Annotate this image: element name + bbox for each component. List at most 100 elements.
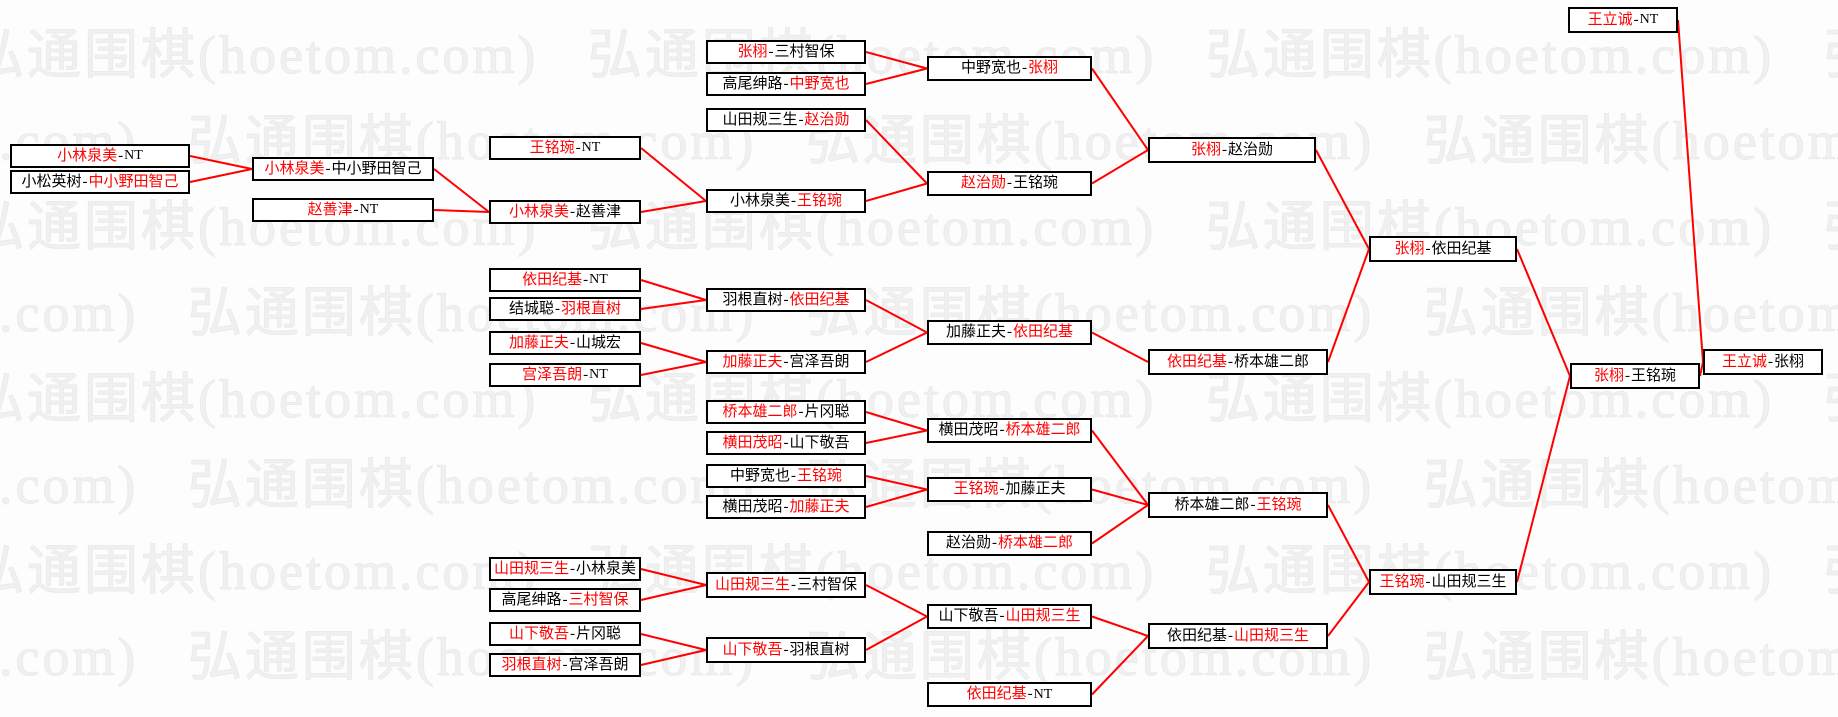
bracket-connector <box>189 168 253 183</box>
player-right: 王铭琬 <box>1256 496 1302 513</box>
match-box[interactable]: 横田茂昭-山下敬吾 <box>706 431 866 455</box>
bracket-connector <box>865 67 928 85</box>
match-box[interactable]: 加藤正夫-宫泽吾朗 <box>706 350 866 374</box>
player-left: 赵善津 <box>307 201 353 218</box>
bracket-connector <box>640 584 707 601</box>
match-box[interactable]: 依田纪基-桥本雄二郎 <box>1148 349 1328 375</box>
player-right: 小林泉美 <box>576 560 637 577</box>
match-box[interactable]: 桥本雄二郎-王铭琬 <box>1148 492 1328 518</box>
vs-separator: - <box>575 139 581 156</box>
player-left: 小林泉美 <box>729 192 790 209</box>
match-box[interactable]: 王立诚-NT <box>1568 7 1678 33</box>
player-right: 山田规三生 <box>1005 608 1081 624</box>
bracket-connector <box>1091 615 1149 637</box>
player-left: 高尾绅路 <box>501 591 562 608</box>
match-box[interactable]: 张栩-王铭琬 <box>1570 363 1700 389</box>
match-box[interactable]: 加藤正夫-依田纪基 <box>927 320 1092 345</box>
match-box[interactable]: 赵治勋-王铭琬 <box>927 171 1092 196</box>
player-right: 片冈聪 <box>804 403 850 420</box>
vs-separator: - <box>999 608 1005 624</box>
match-box[interactable]: 中野宽也-王铭琬 <box>706 464 866 488</box>
watermark-text: 弘通围棋(hoetom.com) 弘通围棋(hoetom.com) 弘通围棋(h… <box>0 25 1838 86</box>
player-right-nt: NT <box>581 140 601 155</box>
player-left: 山田规三生 <box>493 560 569 577</box>
player-right-nt: NT <box>589 272 608 287</box>
match-box[interactable]: 结城聪-羽根直树 <box>489 297 641 321</box>
match-box[interactable]: 依田纪基-NT <box>927 682 1092 707</box>
player-left: 张栩 <box>1190 141 1221 158</box>
match-box[interactable]: 王铭琬-加藤正夫 <box>927 477 1092 502</box>
match-box[interactable]: 小松英树-中小野田智己 <box>10 170 190 194</box>
bracket-connector <box>1315 149 1370 250</box>
bracket-connector <box>433 168 490 213</box>
match-box[interactable]: 王铭琬-山田规三生 <box>1369 569 1517 595</box>
bracket-connector <box>865 584 928 618</box>
vs-separator: - <box>353 201 359 218</box>
match-box[interactable]: 桥本雄二郎-片冈聪 <box>706 400 866 424</box>
match-box[interactable]: 山田规三生-赵治勋 <box>706 108 866 132</box>
player-right: 中小野田智己 <box>88 173 179 190</box>
vs-separator: - <box>570 625 575 642</box>
match-box[interactable]: 王铭琬-NT <box>489 136 641 160</box>
match-box[interactable]: 山田规三生-三村智保 <box>706 572 866 598</box>
match-box[interactable]: 羽根直树-宫泽吾朗 <box>489 653 641 677</box>
player-right: 三村智保 <box>568 591 629 608</box>
vs-separator: - <box>1633 11 1639 28</box>
match-box[interactable]: 小林泉美-赵善津 <box>489 200 641 224</box>
match-box[interactable]: 山下敬吾-羽根直树 <box>706 637 866 663</box>
vs-separator: - <box>82 173 88 190</box>
match-box[interactable]: 山下敬吾-片冈聪 <box>489 622 641 646</box>
bracket-connector <box>865 488 928 508</box>
match-box[interactable]: 羽根直树-依田纪基 <box>706 288 866 312</box>
player-left: 横田茂昭 <box>722 498 783 515</box>
match-box[interactable]: 小林泉美-王铭琬 <box>706 189 866 213</box>
match-box[interactable]: 加藤正夫-山城宏 <box>489 331 641 355</box>
bracket-connector <box>1327 504 1370 583</box>
bracket-connector <box>1091 488 1149 506</box>
vs-separator: - <box>1228 353 1233 370</box>
player-right: 加藤正夫 <box>789 498 850 515</box>
match-box[interactable]: 横田茂昭-加藤正夫 <box>706 495 866 519</box>
player-right-nt: NT <box>1639 12 1659 27</box>
match-box[interactable]: 张栩-赵治勋 <box>1148 137 1316 163</box>
match-box[interactable]: 横田茂昭-桥本雄二郎 <box>927 418 1092 443</box>
match-box[interactable]: 小林泉美-中小野田智己 <box>252 157 434 181</box>
match-box[interactable]: 依田纪基-山田规三生 <box>1148 623 1328 649</box>
match-box[interactable]: 赵治勋-桥本雄二郎 <box>927 531 1092 556</box>
match-box[interactable]: 山田规三生-小林泉美 <box>489 557 641 581</box>
vs-separator: - <box>570 334 575 351</box>
bracket-connector <box>640 342 707 363</box>
player-left: 赵治勋 <box>960 175 1006 191</box>
vs-separator: - <box>1007 175 1012 191</box>
vs-separator: - <box>555 300 560 317</box>
match-box[interactable]: 张栩-依田纪基 <box>1369 236 1517 262</box>
match-box[interactable]: 张栩-三村智保 <box>706 40 866 64</box>
bracket-connector <box>1091 429 1149 506</box>
player-left: 结城聪 <box>508 300 554 317</box>
vs-separator: - <box>1425 573 1431 590</box>
bracket-connector <box>1091 635 1149 696</box>
vs-separator: - <box>783 291 789 308</box>
player-right: 王铭琬 <box>1013 175 1059 191</box>
bracket-connector <box>1516 248 1571 377</box>
player-left: 小松英树 <box>21 173 82 190</box>
match-box[interactable]: 小林泉美-NT <box>10 144 190 168</box>
bracket-connector <box>1091 149 1149 185</box>
bracket-connector <box>640 633 707 651</box>
match-box[interactable]: 高尾绅路-中野宽也 <box>706 72 866 96</box>
match-box[interactable]: 王立诚-张栩 <box>1703 349 1823 375</box>
vs-separator: - <box>1222 141 1227 158</box>
match-box[interactable]: 宫泽吾朗-NT <box>489 363 641 387</box>
match-box[interactable]: 高尾绅路-三村智保 <box>489 588 641 612</box>
match-box[interactable]: 中野宽也-张栩 <box>927 56 1092 81</box>
player-right: 桥本雄二郎 <box>1005 422 1081 438</box>
player-left: 山下敬吾 <box>938 608 999 624</box>
match-box[interactable]: 山下敬吾-山田规三生 <box>927 604 1092 629</box>
vs-separator: - <box>1768 353 1773 370</box>
match-box[interactable]: 依田纪基-NT <box>489 268 641 292</box>
player-right: 张栩 <box>1774 353 1805 370</box>
vs-separator: - <box>783 641 789 658</box>
vs-separator: - <box>562 591 568 608</box>
match-box[interactable]: 赵善津-NT <box>252 198 434 222</box>
